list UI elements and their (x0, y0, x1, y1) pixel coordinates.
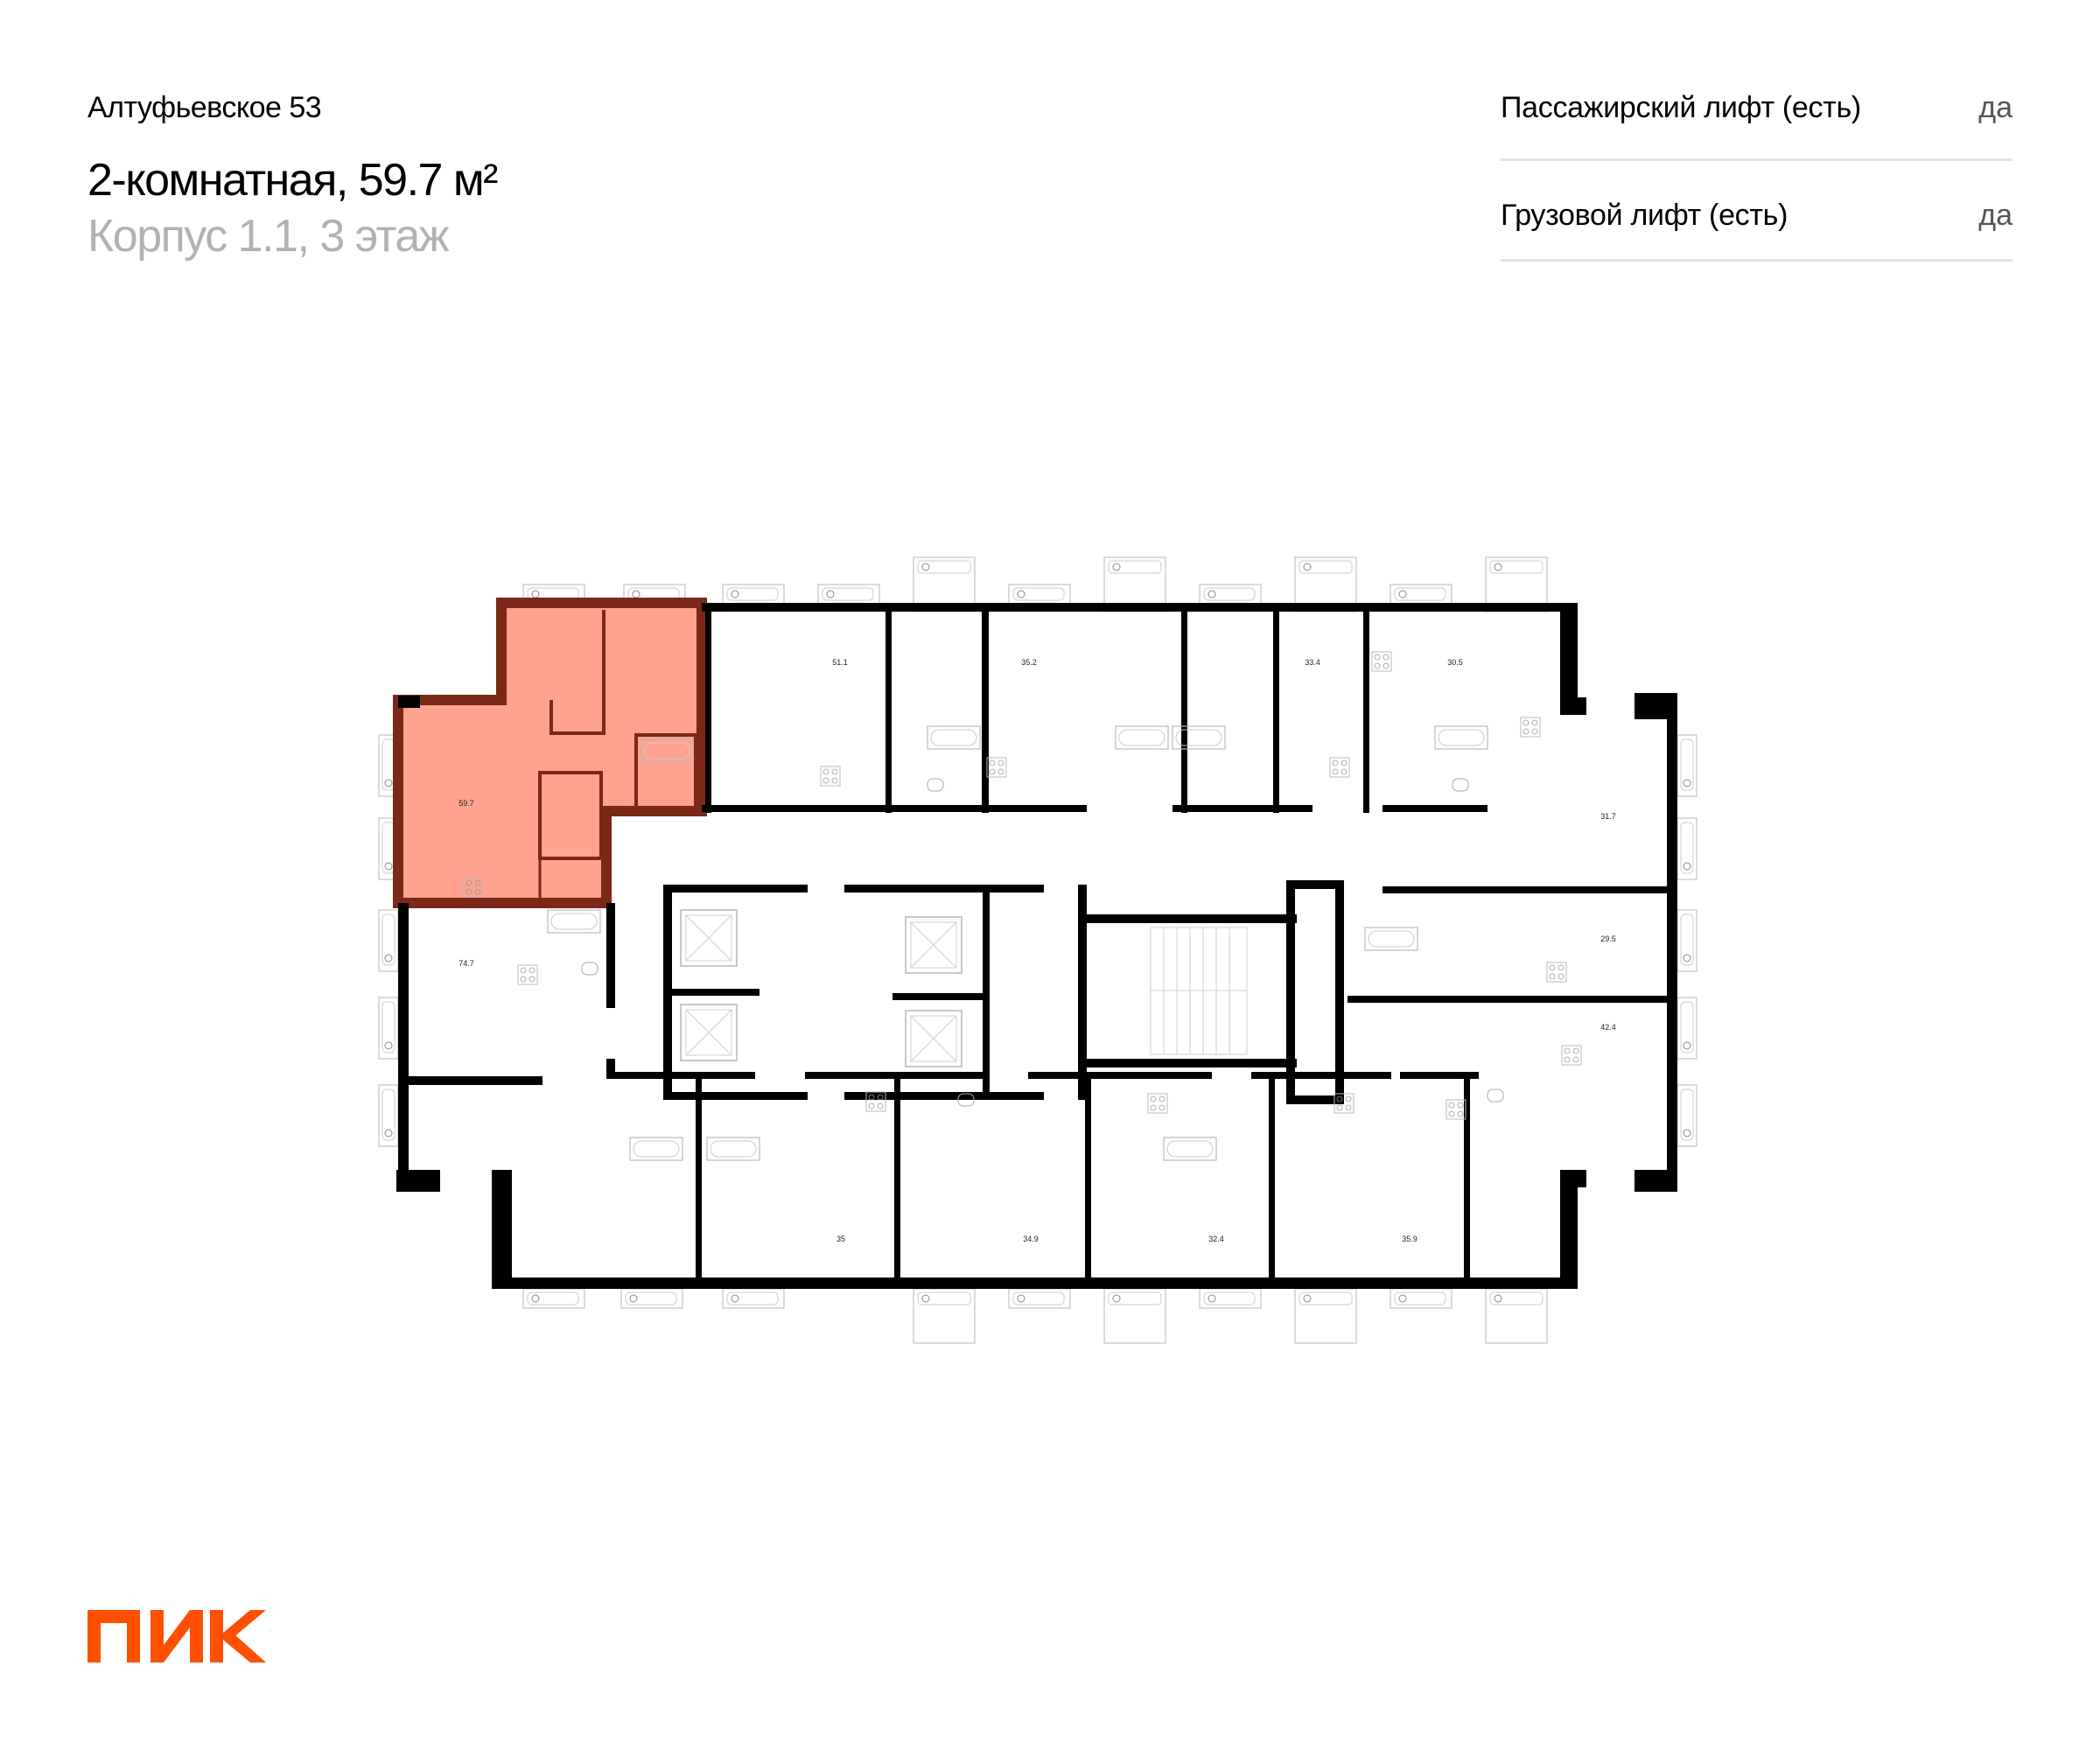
unit-area-label: 35.9 (1402, 1235, 1418, 1243)
feature-freight-lift: Грузовой лифт (есть) да (1501, 161, 2012, 262)
feature-label: Пассажирский лифт (есть) (1501, 91, 1861, 124)
feature-value: да (1978, 198, 2012, 232)
unit-area-label: 29.5 (1600, 934, 1616, 943)
unit-area-label: 31.7 (1600, 812, 1616, 821)
unit-area-label: 59.7 (458, 799, 474, 808)
unit-area-label: 51.1 (832, 658, 848, 667)
building-walls (396, 603, 1677, 1289)
unit-area-label: 32.4 (1208, 1235, 1224, 1243)
highlighted-apartment[interactable] (393, 598, 707, 908)
unit-area-label: 30.5 (1447, 658, 1463, 667)
unit-area-label: 42.4 (1600, 1023, 1616, 1032)
features-list: Пассажирский лифт (есть) да Грузовой лиф… (1501, 83, 2012, 262)
unit-area-label: 34.9 (1023, 1235, 1039, 1243)
unit-area-label: 33.4 (1305, 658, 1320, 667)
project-name: Алтуфьевское 53 (88, 91, 322, 124)
feature-label: Грузовой лифт (есть) (1501, 198, 1788, 232)
building-floor: Корпус 1.1, 3 этаж (88, 211, 450, 262)
unit-labels: 59.7 74.7 51.1 35.2 33.4 30.5 31.7 29.5 … (458, 658, 1616, 1243)
elevator-core (680, 909, 1248, 1068)
balconies-bottom (522, 1288, 1548, 1344)
unit-area-label: 35 (836, 1235, 845, 1243)
apartment-title: 2-комнатная, 59.7 м² (88, 155, 498, 206)
unit-area-label: 74.7 (458, 959, 474, 968)
feature-passenger-lift: Пассажирский лифт (есть) да (1501, 83, 2012, 161)
stairs (1150, 927, 1248, 1055)
unit-area-label: 35.2 (1021, 658, 1037, 667)
feature-value: да (1978, 91, 2012, 124)
pik-logo (88, 1610, 266, 1662)
